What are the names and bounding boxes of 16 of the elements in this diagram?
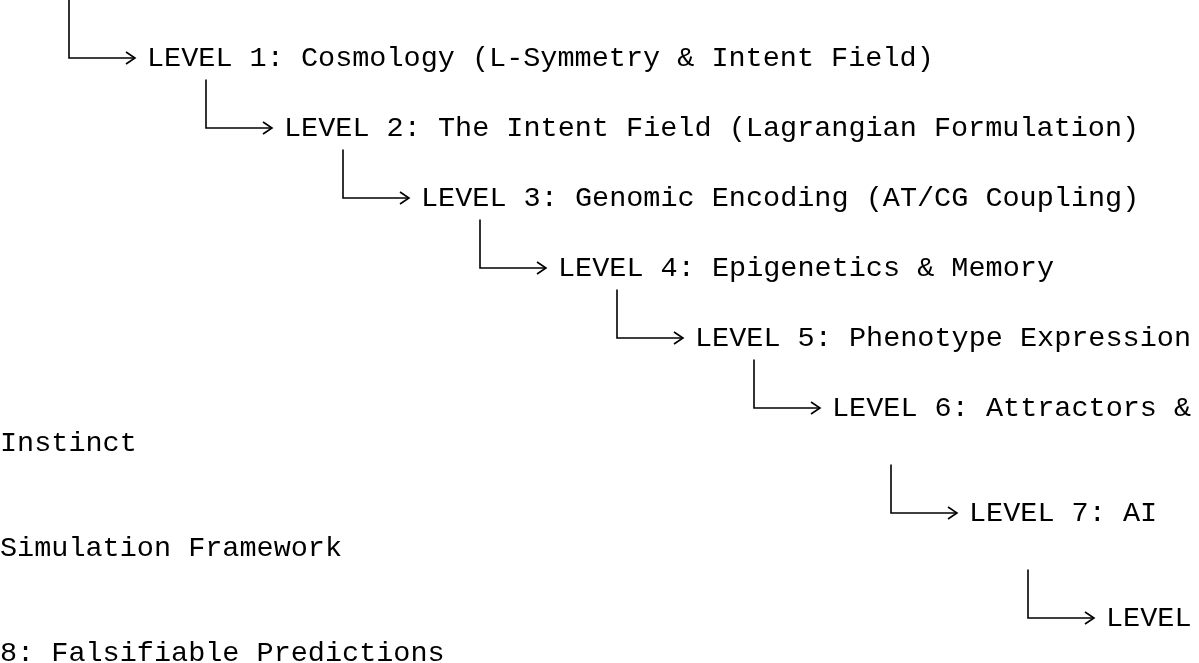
level-text: LEVEL 3: Genomic Encoding (AT/CG Coupling) — [421, 180, 1140, 216]
level-text: LEVEL 6: Attractors & Instinct — [0, 390, 1199, 461]
level-text: LEVEL 1: Cosmology (L-Symmetry & Intent Field) — [147, 40, 934, 76]
elbow-arrow — [616, 288, 684, 345]
level-text: LEVEL 4: Epigenetics & Memory — [558, 250, 1054, 286]
level-text: LEVEL 7: AI Simulation Framework — [0, 495, 1199, 566]
elbow-arrow — [479, 218, 547, 275]
elbow-arrow — [342, 148, 410, 205]
level-text: LEVEL 8: Falsifiable Predictions — [0, 600, 1199, 663]
elbow-arrow — [1027, 568, 1095, 625]
level-text: LEVEL 2: The Intent Field (Lagrangian Formulation) — [284, 110, 1140, 146]
level-text: LEVEL 5: Phenotype Expression — [695, 320, 1191, 356]
elbow-arrow — [890, 463, 958, 520]
elbow-arrow — [205, 78, 273, 135]
elbow-arrow — [68, 0, 136, 65]
elbow-arrow — [753, 358, 821, 415]
